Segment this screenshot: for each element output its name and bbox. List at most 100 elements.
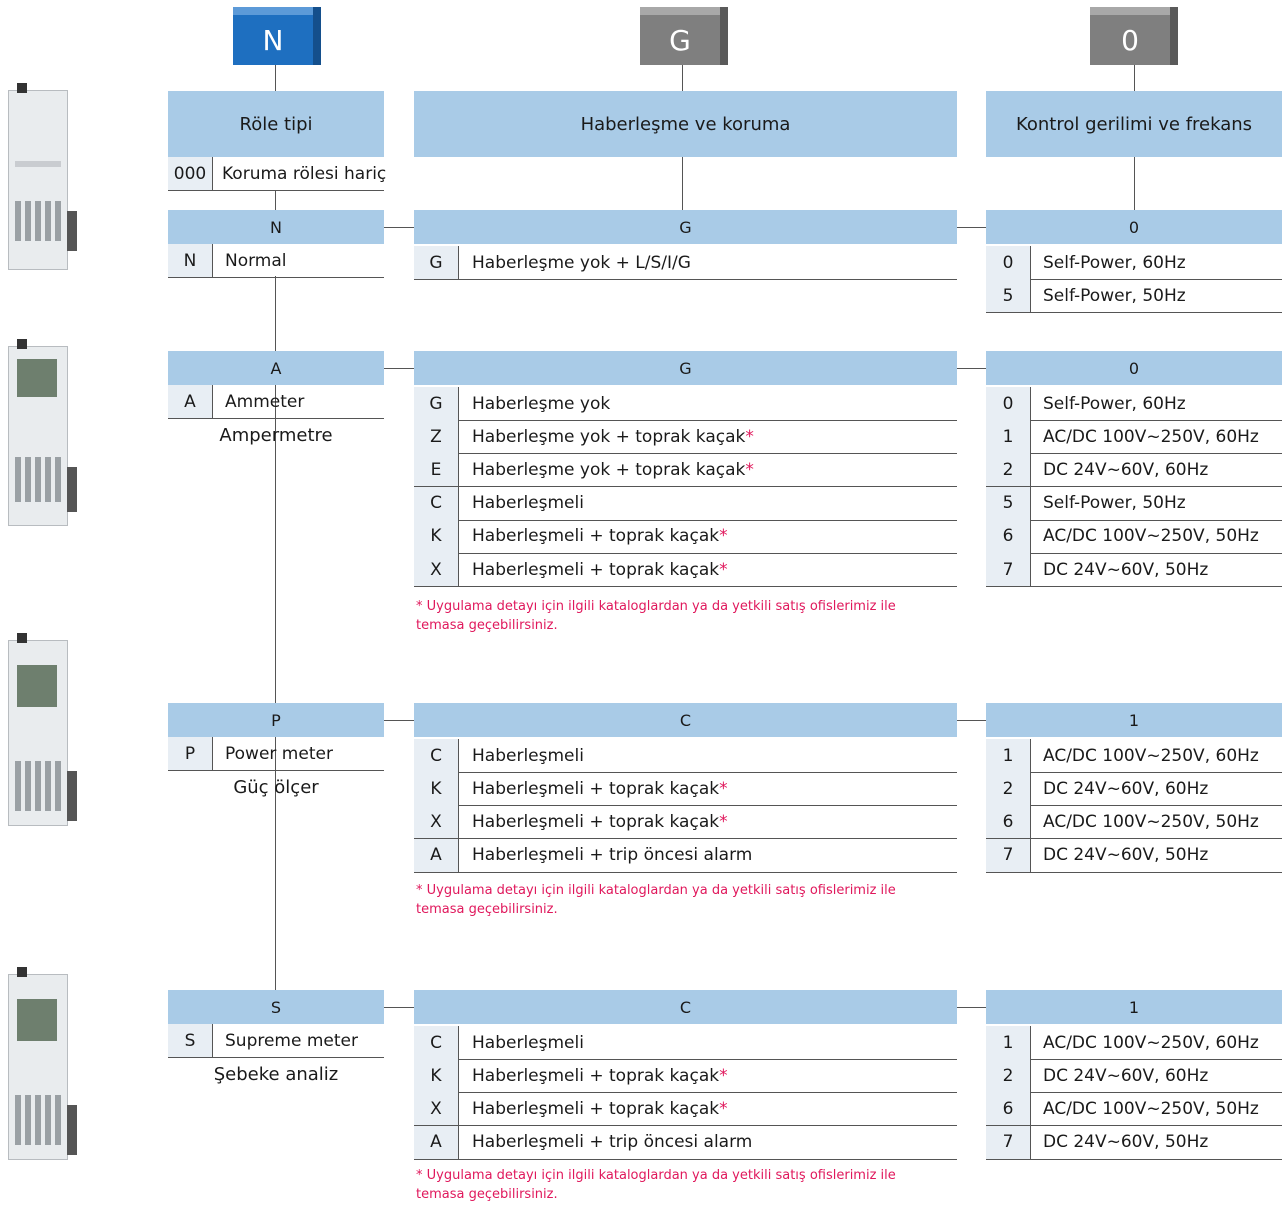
comm-bar: C [414,703,957,737]
connector [384,1007,414,1008]
connector [275,191,276,210]
volt-label: Self-Power, 50Hz [1043,493,1186,514]
comm-bar: G [414,210,957,244]
volt-row: 1 AC/DC 100V~250V, 60Hz [986,1026,1282,1060]
comm-code: E [414,453,459,487]
volt-label: DC 24V~60V, 50Hz [1043,1132,1209,1153]
comm-code: A [414,1125,459,1159]
cube-0: 0 [1090,7,1178,65]
comm-code: X [414,1092,459,1126]
type-code: A [168,385,213,418]
volt-code: 6 [986,805,1031,839]
volt-label: DC 24V~60V, 50Hz [1043,559,1209,580]
connector [384,368,414,369]
volt-code: 1 [986,1026,1031,1059]
volt-bar: 1 [986,703,1282,737]
footnote-asterisk: * [719,811,728,832]
footnote-asterisk: * [719,559,728,580]
volt-code: 7 [986,1125,1031,1159]
comm-label: Haberleşmeli [472,1026,584,1059]
relay-device-normal-image [8,83,77,270]
volt-label: Self-Power, 60Hz [1043,252,1186,273]
type-label: Normal [225,250,287,271]
volt-code: 0 [986,387,1031,420]
header-communication: Haberleşme ve koruma [414,91,957,157]
comm-label: Haberleşmeli + trip öncesi alarm [472,839,752,872]
volt-label: AC/DC 100V~250V, 50Hz [1043,526,1259,547]
comm-code: K [414,519,459,553]
cube-n: N [233,7,321,65]
comm-label-text: Haberleşmeli + toprak kaçak [472,1065,720,1086]
connector [957,1007,986,1008]
cube-n-letter: N [233,15,313,65]
volt-label: AC/DC 100V~250V, 50Hz [1043,1098,1259,1119]
comm-label-text: Haberleşmeli [472,1032,584,1053]
volt-label: DC 24V~60V, 60Hz [1043,778,1209,799]
volt-code: 5 [986,279,1031,313]
volt-label: DC 24V~60V, 50Hz [1043,845,1209,866]
comm-label-text: Haberleşmeli + toprak kaçak [472,778,720,799]
footnote: * Uygulama detayı için ilgili kataloglar… [416,1168,896,1202]
volt-bar: 0 [986,210,1282,244]
comm-label: Haberleşmeli + trip öncesi alarm [472,1126,752,1159]
cube-0-letter: 0 [1090,15,1170,65]
volt-label: AC/DC 100V~250V, 60Hz [1043,426,1259,447]
exclude-row: 000 Koruma rölesi hariç [168,157,386,191]
type-bar: S [168,990,384,1024]
comm-label-text: Haberleşmeli + toprak kaçak [472,1098,720,1119]
footnote: * Uygulama detayı için ilgili kataloglar… [416,599,896,633]
comm-bar: C [414,990,957,1024]
type-bar: A [168,351,384,385]
comm-label-text: Haberleşme yok + toprak kaçak [472,426,746,447]
comm-code: G [414,387,459,420]
comm-code: K [414,772,459,806]
volt-code: 7 [986,838,1031,872]
volt-label: Self-Power, 60Hz [1043,393,1186,414]
type-code: N [168,244,213,277]
volt-code: 2 [986,453,1031,487]
volt-row: 6 AC/DC 100V~250V, 50Hz [986,1092,1282,1127]
volt-bar: 1 [986,990,1282,1024]
type-caption: Ampermetre [219,425,333,446]
volt-code: 6 [986,1092,1031,1126]
footnote: * Uygulama detayı için ilgili kataloglar… [416,883,896,917]
type-row: N Normal [168,244,384,278]
relay-device-ammeter-image [8,339,77,526]
connector [957,720,986,721]
volt-label: AC/DC 100V~250V, 60Hz [1043,1032,1259,1053]
comm-code: C [414,486,459,520]
footnote-asterisk: * [719,526,728,547]
footnote-asterisk: * [719,778,728,799]
trunk-line [275,276,276,990]
comm-code: G [414,246,459,279]
type-caption: Şebeke analiz [213,1064,339,1085]
comm-label: Haberleşmeli [472,739,584,772]
comm-code: C [414,739,459,772]
comm-label-text: Haberleşme yok + L/S/I/G [472,252,691,273]
connector [682,157,683,210]
comm-code: X [414,805,459,839]
connector [384,227,414,228]
comm-label-text: Haberleşmeli + toprak kaçak [472,811,720,832]
comm-bar: G [414,351,957,385]
volt-code: 1 [986,739,1031,772]
exclude-code: 000 [168,157,213,190]
comm-code: K [414,1059,459,1093]
connector [957,227,986,228]
type-caption: Güç ölçer [233,777,319,798]
comm-code: A [414,838,459,872]
